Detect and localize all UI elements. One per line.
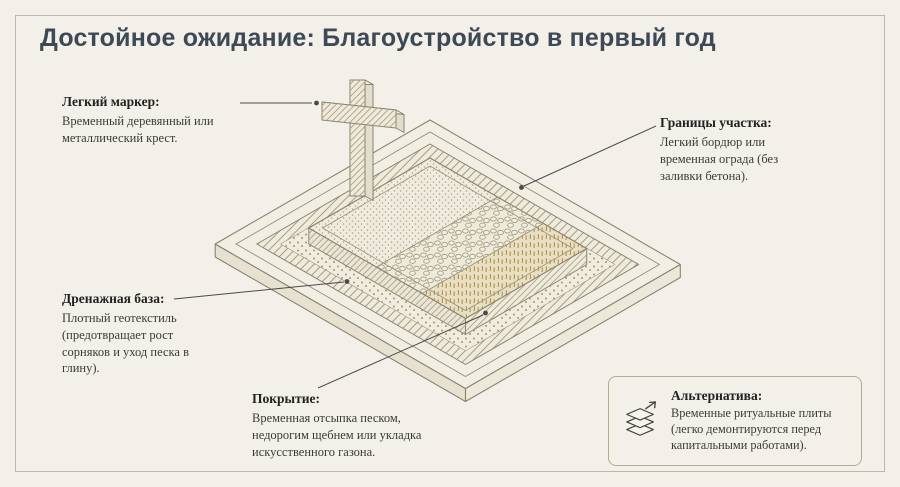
callout-covering-title: Покрытие: (252, 391, 320, 406)
leader-dot-covering (483, 310, 488, 316)
leader-dot-drainage (344, 279, 350, 284)
callout-marker-body: Временный деревянный или металлический к… (62, 114, 214, 145)
callout-covering-body: Временная отсыпка песком, недорогим щебн… (252, 411, 422, 459)
leader-line-drainage (173, 281, 345, 300)
zone-divider-2 (421, 223, 544, 294)
mound-right-face-hatch (465, 248, 587, 335)
cross-post-side (364, 79, 374, 201)
page-title: Достойное ожидание: Благоустройство в пе… (40, 24, 716, 52)
cross-post-front-hatch (350, 80, 365, 196)
callout-drainage-title: Дренажная база: (62, 291, 165, 306)
mound-top-outline (308, 157, 588, 320)
sand-zone-texture (308, 158, 498, 267)
callout-marker-title: Легкий маркер: (62, 94, 160, 109)
grass-zone-texture (422, 223, 587, 319)
curb-band-hatch (256, 144, 639, 365)
stacked-plates-icon (626, 401, 656, 436)
cross-bar-front-hatch (322, 102, 396, 128)
leader-line-boundaries (523, 125, 657, 187)
curb-outer-line (256, 143, 640, 365)
alternative-box: Альтернатива: Временные ритуальные плиты… (608, 376, 862, 466)
callout-covering: Покрытие: Временная отсыпка песком, недо… (252, 391, 457, 460)
alternative-title: Альтернатива: (671, 388, 763, 404)
leader-line-covering (317, 314, 484, 389)
callout-marker: Легкий маркер: Временный деревянный или … (62, 94, 237, 147)
callout-drainage: Дренажная база: Плотный геотекстиль (пре… (62, 291, 212, 377)
cross-marker (321, 79, 405, 201)
callout-drainage-body: Плотный геотекстиль (предотвращает рост … (62, 311, 189, 376)
mound-left-face-hatch (308, 228, 466, 335)
zone-divider-1 (376, 196, 498, 268)
leader-dot-boundaries (519, 185, 524, 190)
covering-inset-line (322, 165, 574, 311)
plot-rim-line (235, 131, 660, 377)
pebble-zone-texture (376, 197, 544, 294)
callout-boundaries-body: Легкий бордюр или временная ограда (без … (660, 135, 779, 183)
callout-boundaries: Границы участка: Легкий бордюр или време… (660, 115, 812, 184)
alternative-body: Временные ритуальные плиты (легко демонт… (671, 406, 832, 452)
leader-dot-marker (314, 100, 319, 106)
alternative-text: Альтернатива: Временные ритуальные плиты… (671, 388, 848, 454)
callout-boundaries-title: Границы участка: (660, 115, 772, 130)
